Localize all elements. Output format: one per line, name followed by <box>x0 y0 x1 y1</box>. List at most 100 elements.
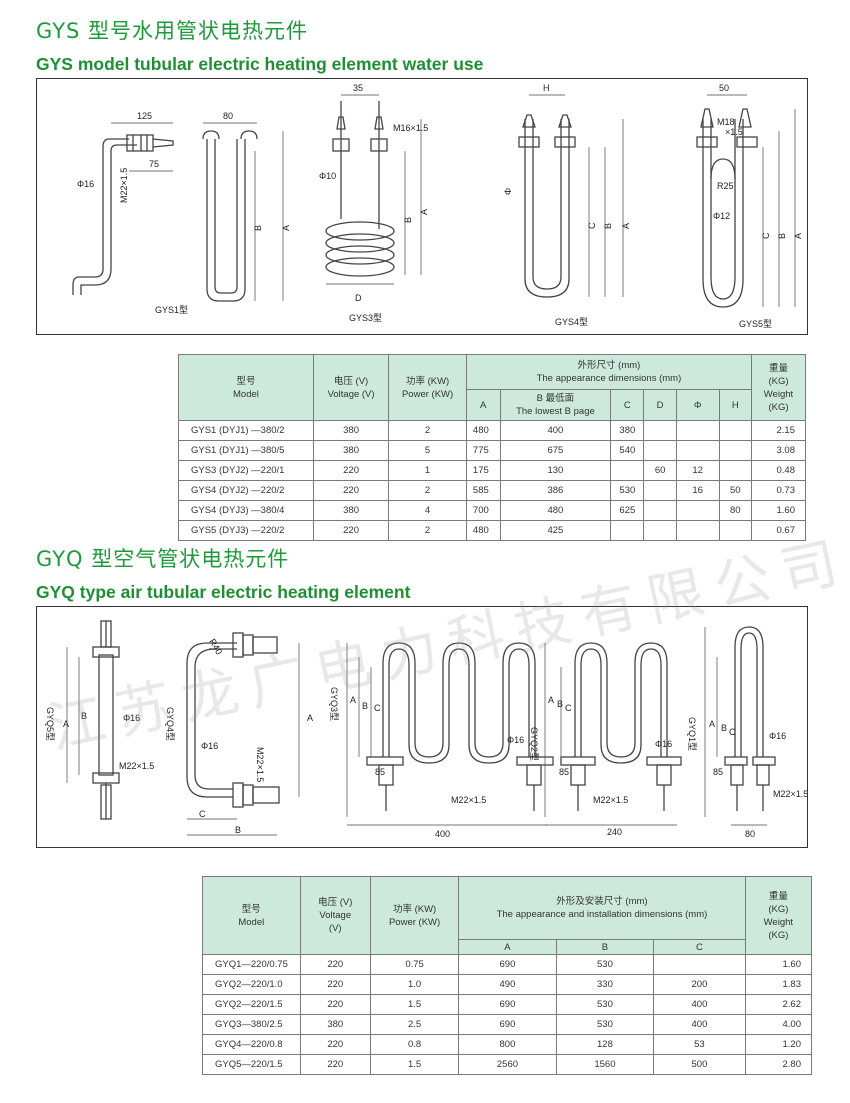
gys1-thread-label: M22×1.5 <box>119 168 129 203</box>
gys-drawing-panel: 125 75 M22×1.5 Φ16 GYS1型 80 B A 35 M16×1… <box>36 78 808 335</box>
cell-h: 50 <box>718 480 752 501</box>
t2-weight-en: Weight <box>763 916 794 928</box>
gys2-width-label: 80 <box>223 111 233 121</box>
cell-model: GYS5 (DYJ3) —220/2 <box>178 520 314 541</box>
gyq1-thread-label: M22×1.5 <box>773 789 807 799</box>
cell-model: GYS4 (DYJ2) —220/2 <box>178 480 314 501</box>
cell-power: 0.75 <box>369 954 460 975</box>
cell-a: 690 <box>458 1014 557 1035</box>
cell-a: 480 <box>465 420 501 441</box>
section1-title-en: GYS model tubular electric heating eleme… <box>36 54 484 74</box>
gys5-thread-label-1: M18 <box>717 117 735 127</box>
gys5-width-label: 50 <box>719 83 729 93</box>
cell-voltage: 380 <box>312 500 390 521</box>
gyq3-width-label: 400 <box>435 829 450 839</box>
t1-dims-header: 外形尺寸 (mm)The appearance dimensions (mm) <box>465 354 752 390</box>
cell-power: 2 <box>388 520 467 541</box>
t1-a-header: A <box>465 389 501 421</box>
gys1-diameter-label: Φ16 <box>77 179 94 189</box>
gys3-width-label: 35 <box>353 83 363 93</box>
gyq1-a-label: A <box>709 719 715 729</box>
cell-voltage: 220 <box>312 460 390 481</box>
cell-a: 700 <box>465 500 501 521</box>
gyq-technical-drawings: GYQ5型 A B Φ16 M22×1.5 GYQ4型 R40 Φ16 M22×… <box>45 620 807 839</box>
cell-a: 175 <box>465 460 501 481</box>
gys2-tube <box>206 139 246 302</box>
gyq4-b-label: B <box>235 825 241 835</box>
cell-c: 530 <box>610 480 645 501</box>
t2-b-header: B <box>555 939 655 955</box>
t2-weight-kg2: (KG) <box>768 929 789 941</box>
section2-title-cn: GYQ 型空气管状电热元件 <box>36 547 290 571</box>
cell-c: 400 <box>653 994 746 1015</box>
t1-weight-en: Weight <box>763 388 794 400</box>
cell-phi <box>675 500 720 521</box>
cell-a: 775 <box>465 440 501 461</box>
gys4-c-label: C <box>587 222 597 229</box>
gys4-name: GYS4型 <box>555 317 588 327</box>
t1-voltage-header: 电压 (V)Voltage (V) <box>312 354 390 421</box>
cell-voltage: 220 <box>299 1054 371 1075</box>
cell-a: 800 <box>458 1034 557 1055</box>
cell-c: 53 <box>653 1034 746 1055</box>
t2-voltage-unit: (V) <box>328 923 342 934</box>
cell-b: 400 <box>499 420 612 441</box>
gys2-b-label: B <box>253 225 263 231</box>
cell-h <box>718 440 752 461</box>
gyq5-b-label: B <box>81 711 87 721</box>
gys1-width-label: 125 <box>137 111 152 121</box>
cell-power: 2 <box>388 420 467 441</box>
gys-technical-drawings: 125 75 M22×1.5 Φ16 GYS1型 80 B A 35 M16×1… <box>72 83 803 329</box>
gyq3-85-label: 85 <box>375 767 385 777</box>
cell-c: 540 <box>610 440 645 461</box>
gys1-fitting <box>126 134 154 152</box>
cell-voltage: 220 <box>312 480 390 501</box>
t1-d-header: D <box>643 389 677 421</box>
cell-voltage: 220 <box>299 954 371 975</box>
gyq1-name: GYQ1型 <box>687 717 697 751</box>
t1-voltage-en: Voltage (V) <box>327 388 375 400</box>
t1-dims-en: The appearance dimensions (mm) <box>536 373 682 384</box>
cell-b: 530 <box>555 954 655 975</box>
gys4-b-label: B <box>603 223 613 229</box>
cell-b: 530 <box>555 1014 655 1035</box>
cell-c: 400 <box>653 1014 746 1035</box>
cell-phi <box>675 440 720 461</box>
gys1-depth-label: 75 <box>149 159 159 169</box>
gyq2-width-label: 240 <box>607 827 622 837</box>
t1-power-en: Power (KW) <box>401 388 454 400</box>
cell-c: 500 <box>653 1054 746 1075</box>
cell-d: 60 <box>643 460 677 481</box>
t1-weight-header: 重量(KG)Weight(KG) <box>750 354 807 421</box>
cell-weight: 2.15 <box>750 420 807 441</box>
cell-power: 1.0 <box>369 974 460 995</box>
gyq2-c-label: C <box>565 703 572 713</box>
cell-c: 200 <box>653 974 746 995</box>
gyq3-b-label: B <box>362 701 368 711</box>
t2-weight-kg: (KG) <box>768 903 789 915</box>
cell-weight: 1.60 <box>750 500 807 521</box>
cell-weight: 1.83 <box>744 974 813 995</box>
gyq2-a-label: A <box>548 695 554 705</box>
t1-h-header: H <box>718 389 752 421</box>
gyq5-thread-label: M22×1.5 <box>119 761 154 771</box>
t1-weight-kg2: (KG) <box>768 401 789 413</box>
cell-b: 530 <box>555 994 655 1015</box>
cell-power: 2 <box>388 480 467 501</box>
t1-b-cn: B 最低面 <box>536 393 575 404</box>
gyq3-thread-label: M22×1.5 <box>451 795 486 805</box>
cell-h <box>718 520 752 541</box>
t2-power-cn: 功率 (KW) <box>392 903 437 915</box>
gys5-radius-label: R25 <box>717 181 734 191</box>
cell-b: 425 <box>499 520 612 541</box>
cell-a: 585 <box>465 480 501 501</box>
cell-c <box>653 954 746 975</box>
cell-a: 490 <box>458 974 557 995</box>
cell-weight: 2.62 <box>744 994 813 1015</box>
